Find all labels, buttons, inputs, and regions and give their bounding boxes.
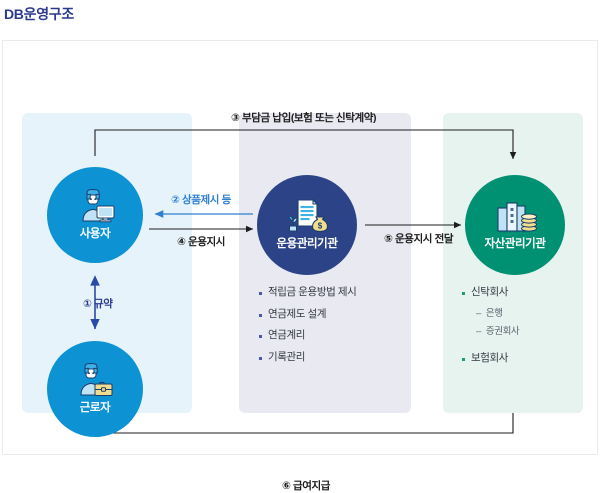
list-item: 신탁회사 xyxy=(462,287,582,298)
list-item: – 증권회사 xyxy=(476,327,582,337)
flow-label-step2: ② 상품제시 등 xyxy=(171,194,231,206)
asset-institution-0-child-1: 증권회사 xyxy=(485,326,520,337)
flow-label-step3: ③ 부담금 납입(보험 또는 신탁계약) xyxy=(231,112,377,124)
bullet-dot-icon xyxy=(259,313,262,317)
document-with-money-bag-icon: $ xyxy=(288,199,329,232)
page-title: DB운영구조 xyxy=(4,6,74,22)
flow-label-step4: ④ 운용지시 xyxy=(177,236,226,248)
asset-institution-list: 신탁회사 – 은행 – 증권회사 보험회사 xyxy=(462,287,582,374)
list-item: 기록관리 xyxy=(259,350,399,363)
manager-duty-list: 적립금 운용방법 제시 연금제도 설계 연금계리 기록관리 xyxy=(259,287,399,373)
person-with-computer-icon xyxy=(82,189,115,223)
flow-label-step5: ⑤ 운용지시 전달 xyxy=(384,233,454,245)
asset-institution-0: 신탁회사 xyxy=(471,286,509,298)
node-worker[interactable]: 근로자 xyxy=(47,341,143,437)
diagram-frame: 사용자 근로자 xyxy=(2,40,598,492)
bullet-dot-icon xyxy=(462,292,465,295)
manager-duty-1: 연금제도 설계 xyxy=(268,307,327,320)
list-item: 적립금 운용방법 제시 xyxy=(259,287,399,298)
bullet-dot-icon xyxy=(259,335,262,338)
dash-icon: – xyxy=(476,307,481,319)
flow-label-step1: ① 규약 xyxy=(83,298,113,310)
person-with-briefcase-icon xyxy=(80,363,113,396)
node-asset-label: 자산관리기관 xyxy=(484,238,546,250)
manager-duty-3: 기록관리 xyxy=(268,350,306,363)
list-item: 연금제도 설계 xyxy=(259,307,399,320)
asset-institution-0-child-0: 은행 xyxy=(485,307,503,319)
bank-with-coins-icon xyxy=(497,202,537,232)
list-item: – 은행 xyxy=(476,307,582,319)
flow-label-step6: ⑥ 급여지급 xyxy=(282,480,331,492)
node-manager-label: 운용관리기관 xyxy=(276,238,338,250)
manager-duty-0: 적립금 운용방법 제시 xyxy=(268,286,357,298)
bullet-dot-icon xyxy=(462,357,465,361)
asset-institution-1: 보험회사 xyxy=(471,351,509,364)
svg-text:$: $ xyxy=(318,221,323,230)
bullet-dot-icon xyxy=(259,292,262,295)
list-item: 보험회사 xyxy=(462,351,582,364)
node-asset[interactable]: 자산관리기관 xyxy=(465,175,565,275)
bullet-dot-icon xyxy=(259,356,262,360)
list-item: 연금계리 xyxy=(259,330,399,341)
dash-icon: – xyxy=(476,326,481,337)
node-worker-label: 근로자 xyxy=(79,402,111,414)
node-user[interactable]: 사용자 xyxy=(47,167,143,263)
node-user-label: 사용자 xyxy=(79,228,111,240)
node-manager[interactable]: $ 운용관리기관 xyxy=(257,175,357,275)
manager-duty-2: 연금계리 xyxy=(268,329,306,341)
